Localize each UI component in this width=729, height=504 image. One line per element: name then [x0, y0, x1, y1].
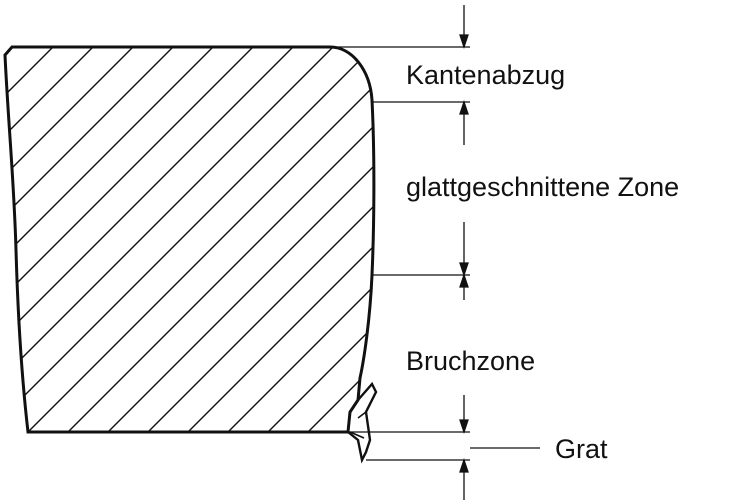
burr-detail — [349, 411, 367, 439]
extension-lines — [330, 46, 540, 461]
burr-shape — [347, 381, 378, 464]
dimension-line — [459, 5, 469, 500]
label-glattgeschnittene-zone: glattgeschnittene Zone — [406, 172, 680, 202]
section-hatching — [5, 47, 374, 432]
label-grat: Grat — [555, 434, 608, 464]
label-kantenabzug: Kantenabzug — [406, 60, 566, 90]
sheet-outline — [3, 45, 376, 434]
label-bruchzone: Bruchzone — [406, 346, 536, 376]
